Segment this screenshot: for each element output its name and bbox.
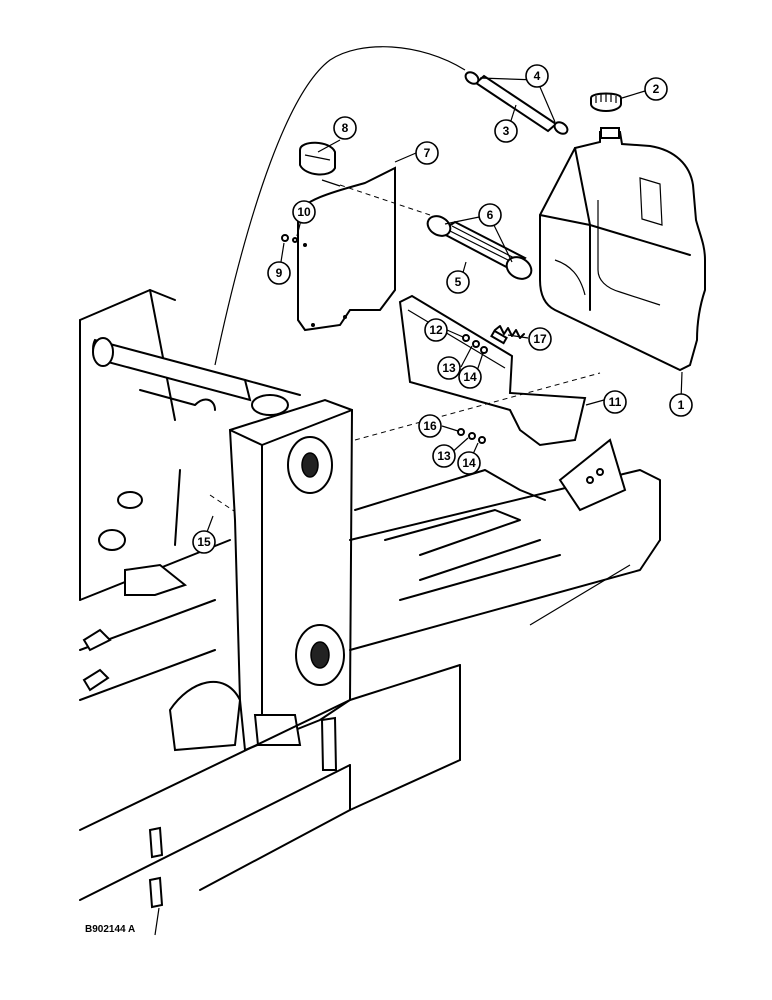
fuel-hose — [426, 215, 533, 280]
callout-15: 15 — [192, 530, 216, 554]
callout-9: 9 — [267, 261, 291, 285]
callout-11-label: 11 — [609, 395, 622, 409]
panel-7 — [297, 166, 396, 332]
loader-frame — [79, 289, 661, 909]
spring-17 — [494, 325, 525, 339]
callout-17: 17 — [528, 327, 552, 351]
callout-14-upper-label: 14 — [463, 370, 477, 384]
callout-12: 12 — [424, 318, 448, 342]
callout-10-label: 10 — [297, 205, 311, 219]
callout-6-label: 6 — [487, 208, 494, 222]
callout-5: 5 — [446, 270, 470, 294]
callout-8-label: 8 — [342, 121, 349, 135]
filler-cap — [590, 92, 622, 112]
callout-13-upper-label: 13 — [442, 361, 456, 375]
callout-8: 8 — [333, 116, 357, 140]
callout-3-label: 3 — [503, 124, 510, 138]
callout-5-label: 5 — [455, 275, 462, 289]
callout-10: 10 — [292, 200, 316, 224]
callout-13-upper: 13 — [437, 356, 461, 380]
callout-17-label: 17 — [533, 332, 547, 346]
callout-16-label: 16 — [423, 419, 437, 433]
callout-2-label: 2 — [653, 82, 660, 96]
callout-9-label: 9 — [276, 266, 283, 280]
fasteners — [281, 234, 488, 444]
fuel-tank — [539, 127, 706, 372]
callout-14-lower: 14 — [457, 451, 481, 475]
callout-6: 6 — [478, 203, 502, 227]
callout-7: 7 — [415, 141, 439, 165]
hose-clamp-8 — [299, 141, 336, 176]
callout-4: 4 — [525, 64, 549, 88]
callout-11: 11 — [603, 390, 627, 414]
callout-7-label: 7 — [424, 146, 431, 160]
drawing-reference: B902144 A — [85, 924, 135, 935]
callout-3: 3 — [494, 119, 518, 143]
callout-1-label: 1 — [678, 398, 685, 412]
callout-14-upper: 14 — [458, 365, 482, 389]
callout-1: 1 — [669, 393, 693, 417]
callout-15-label: 15 — [197, 535, 211, 549]
callout-13-lower-label: 13 — [437, 449, 451, 463]
callout-2: 2 — [644, 77, 668, 101]
callout-13-lower: 13 — [432, 444, 456, 468]
callout-12-label: 12 — [429, 323, 443, 337]
callout-14-lower-label: 14 — [462, 456, 476, 470]
callout-16: 16 — [418, 414, 442, 438]
callout-4-label: 4 — [534, 69, 541, 83]
